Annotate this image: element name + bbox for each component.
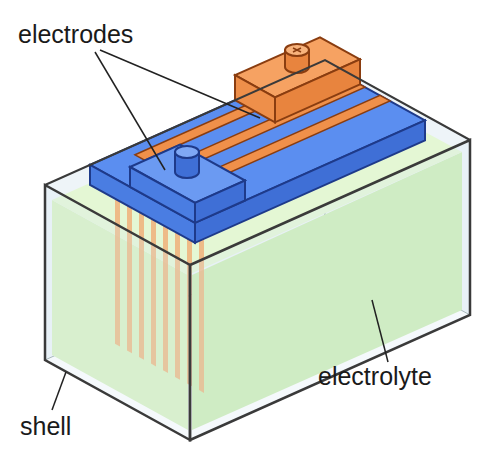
shell-face: [45, 185, 190, 440]
part-label: shell: [20, 414, 71, 439]
leader-lines: [52, 50, 388, 410]
part-label: electrodes: [18, 22, 133, 47]
negative-block: [195, 181, 245, 223]
shell-rim: [45, 60, 470, 185]
negative-terminal: [175, 146, 199, 178]
shell-face: [190, 140, 470, 440]
part-label: electrolyte: [318, 364, 432, 389]
